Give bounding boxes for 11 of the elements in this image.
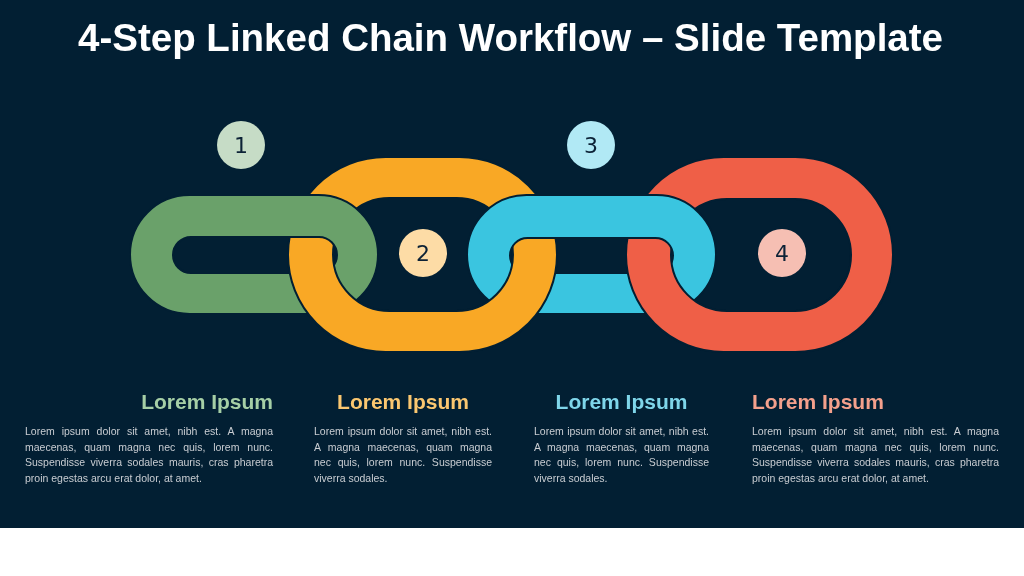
slide-title: 4-Step Linked Chain Workflow – Slide Template [78,16,943,60]
step-description: Lorem ipsum dolor sit amet, nibh est. A magna maecenas, quam magna nec quis, lorem nunc. Suspendisse viverra sodales mauris, cras pharetra proin egestas arcu erat dolor, at amet. [752,424,999,487]
step-description: Lorem ipsum dolor sit amet, nibh est. A magna maecenas, quam magna nec quis, lorem nunc. Suspendisse viverra sodales mauris, cras pharetra proin egestas arcu erat dolor, at amet. [25,424,273,487]
step-number-circle: 1 [217,121,265,169]
step-heading: Lorem Ipsum [555,389,688,415]
step-heading: Lorem Ipsum [752,389,884,415]
step-description: Lorem ipsum dolor sit amet, nibh est. A magna maecenas, quam magna nec quis, lorem nunc. Suspendisse viverra sodales. [314,424,492,487]
step-heading: Lorem Ipsum [337,389,469,415]
step-description: Lorem ipsum dolor sit amet, nibh est. A magna maecenas, quam magna nec quis, lorem nunc. Suspendisse viverra sodales. [534,424,709,487]
step-number-circle: 3 [567,121,615,169]
step-heading: Lorem Ipsum [141,389,273,415]
